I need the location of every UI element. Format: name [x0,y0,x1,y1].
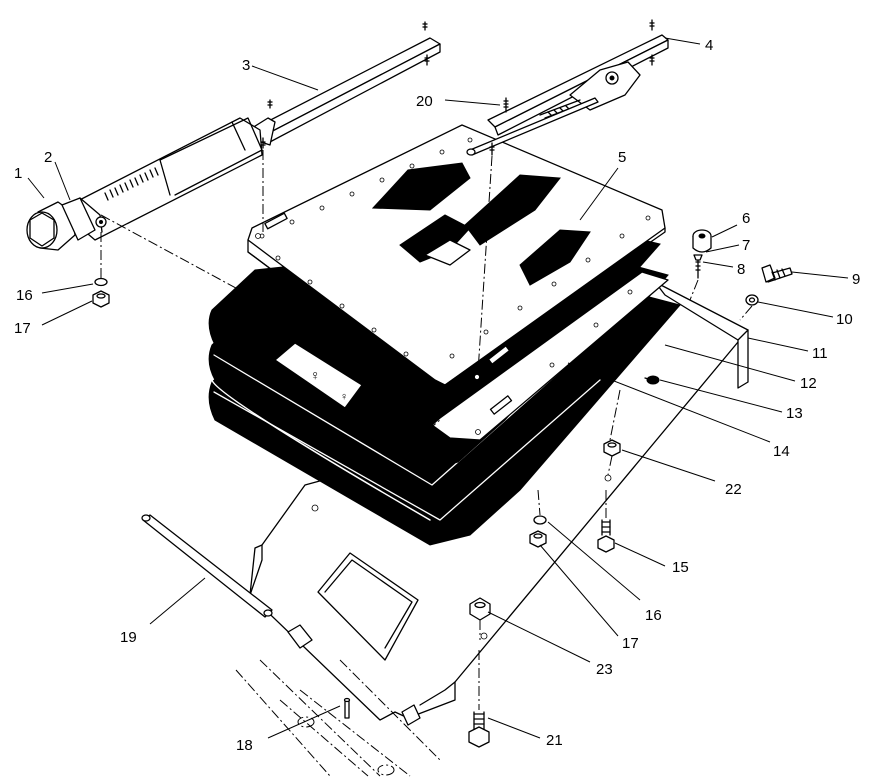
callout-16a: 16 [16,287,33,304]
callout-14: 14 [773,443,790,460]
nut-22 [603,439,621,457]
phantom-mount [235,659,441,777]
callout-8: 8 [737,261,745,278]
callout-21: 21 [546,732,563,749]
callout-13: 13 [786,405,803,422]
callout-11: 11 [812,345,828,362]
washer-10 [745,294,759,306]
lower-washer [533,515,547,525]
left-slide-rail [251,21,441,149]
callout-16b: 16 [645,607,662,624]
alignment-lines [100,150,753,710]
callout-20: 20 [416,93,433,110]
pivot-rod-19 [141,514,273,618]
callout-3: 3 [242,57,250,74]
left-nut [92,290,110,308]
pin-18 [343,697,351,719]
bumper-stud [693,254,703,279]
callout-15: 15 [672,559,689,576]
plate-holes [259,137,651,359]
lower-nut [529,530,547,548]
flange-nut-23 [469,597,491,621]
left-washer [94,277,108,287]
callout-1: 1 [14,165,22,182]
plug-13 [644,375,660,385]
svg-text:♀: ♀ [310,367,321,383]
lower-mount-plate [431,271,669,441]
shock-absorber [26,117,263,251]
callout-12: 12 [800,375,817,392]
callout-7: 7 [742,237,750,254]
right-slide-rail [466,19,669,156]
callout-19: 19 [120,629,137,646]
callout-10: 10 [836,311,853,328]
stud-20 [503,97,509,113]
bolt-9 [761,264,793,283]
callout-18: 18 [236,737,253,754]
svg-text:♀: ♀ [340,391,348,403]
rubber-isolator [692,229,712,253]
callout-6: 6 [742,210,750,227]
callout-2: 2 [44,149,52,166]
scale-marks [104,167,159,201]
callout-5: 5 [618,149,626,166]
callout-22: 22 [725,481,742,498]
callout-labels: 1 2 3 4 5 6 7 8 9 10 11 12 13 14 15 16 1… [14,37,860,754]
callout-9: 9 [852,271,860,288]
leader-lines [27,37,849,739]
top-seat-plate [247,124,666,393]
bolt-21 [468,711,490,748]
callout-4: 4 [705,37,713,54]
bolt-15 [597,519,615,553]
callout-17a: 17 [14,320,31,337]
callout-17b: 17 [622,635,639,652]
callout-23: 23 [596,661,613,678]
